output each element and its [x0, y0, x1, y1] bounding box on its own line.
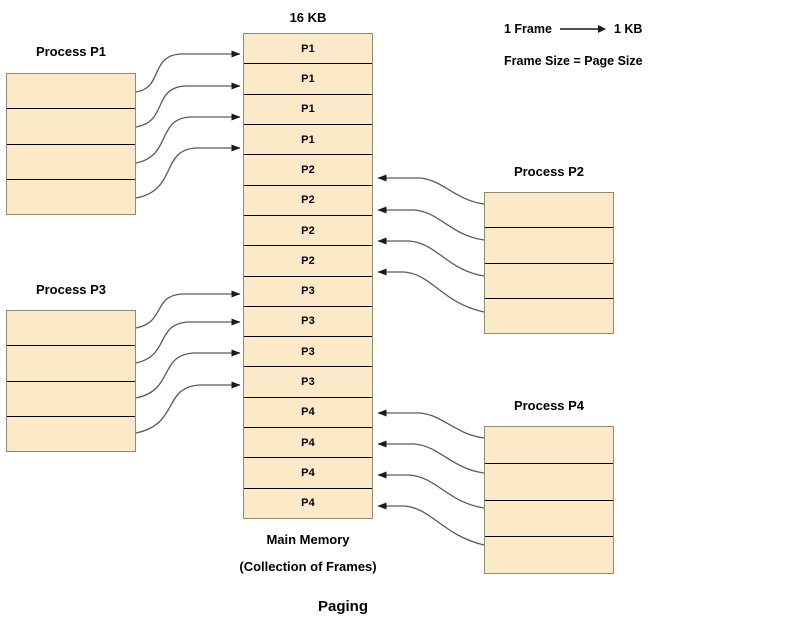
memory-frame: P3 — [244, 337, 372, 368]
memory-frame: P1 — [244, 34, 372, 65]
memory-frame: P3 — [244, 367, 372, 398]
memory-frame: P2 — [244, 185, 372, 216]
process-p2-block — [484, 192, 614, 334]
memory-frame: P3 — [244, 306, 372, 338]
main-memory-label: Main Memory — [266, 532, 350, 547]
legend-frame-size: 1 KB — [613, 22, 643, 36]
process-p2-label: Process P2 — [513, 164, 585, 179]
memory-frame: P4 — [244, 488, 372, 518]
process-p4-block — [484, 426, 614, 574]
process-p3-block — [6, 310, 136, 452]
legend-equivalence-text: Frame Size = Page Size — [504, 54, 643, 68]
process-page — [485, 298, 613, 333]
legend-frame-term: 1 Frame — [504, 22, 552, 36]
main-memory-block: P1 P1 P1 P1 P2 P2 P2 P2 P3 P3 P3 P3 P4 P… — [243, 33, 373, 519]
process-page — [485, 228, 613, 264]
memory-frame: P2 — [244, 246, 372, 277]
process-page — [7, 144, 135, 180]
process-p3-label: Process P3 — [35, 282, 107, 297]
process-page — [485, 427, 613, 464]
process-page — [485, 193, 613, 229]
process-page — [485, 500, 613, 538]
process-page — [7, 311, 135, 347]
memory-frame: P3 — [244, 276, 372, 307]
process-page — [7, 381, 135, 417]
legend-equivalence-line: Frame Size = Page Size — [504, 54, 643, 68]
memory-frame: P1 — [244, 124, 372, 156]
diagram-title: Paging — [317, 598, 368, 615]
process-page — [7, 179, 135, 214]
process-page — [7, 74, 135, 110]
memory-frame: P4 — [244, 397, 372, 429]
memory-frame: P4 — [244, 458, 372, 489]
legend-arrow-icon — [559, 23, 606, 35]
memory-capacity-label: 16 KB — [289, 10, 327, 25]
process-page — [485, 263, 613, 299]
memory-frame: P1 — [244, 94, 372, 125]
process-page — [7, 109, 135, 145]
process-p1-block — [6, 73, 136, 215]
legend-frame-size-line: 1 Frame 1 KB — [504, 22, 642, 36]
memory-frame: P1 — [244, 64, 372, 95]
process-p4-label: Process P4 — [513, 398, 585, 413]
process-p1-label: Process P1 — [35, 44, 107, 59]
memory-frame: P4 — [244, 428, 372, 459]
process-page — [485, 463, 613, 501]
process-page — [485, 537, 613, 573]
memory-frame: P2 — [244, 215, 372, 247]
process-page — [7, 346, 135, 382]
process-page — [7, 416, 135, 451]
collection-of-frames-label: (Collection of Frames) — [239, 559, 377, 574]
memory-frame: P2 — [244, 155, 372, 186]
